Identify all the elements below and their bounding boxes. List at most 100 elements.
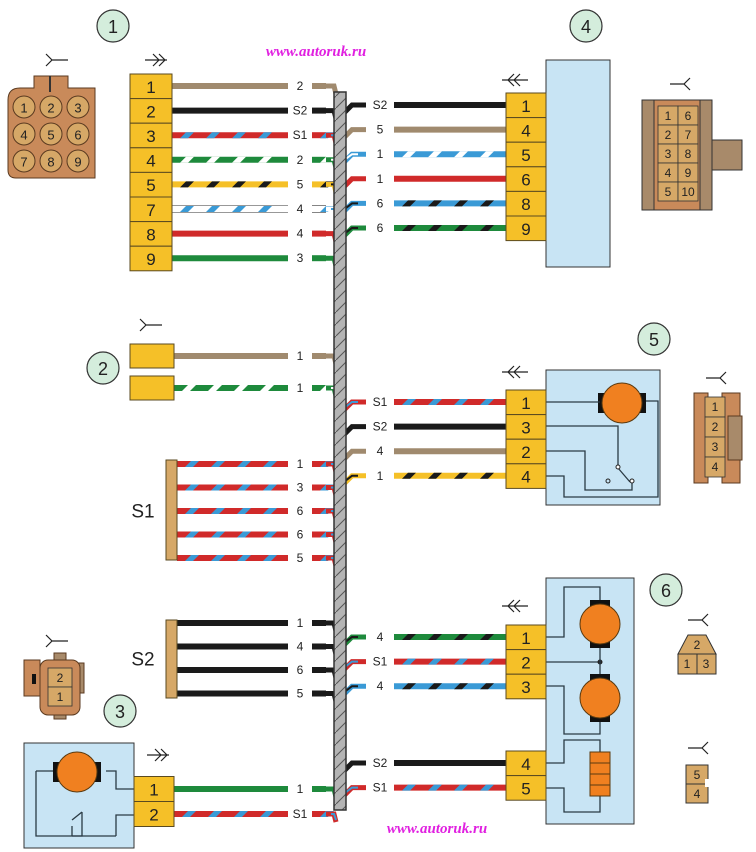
watermark-top: www.autoruk.ru bbox=[266, 44, 366, 60]
face-pin-number: 4 bbox=[20, 128, 27, 143]
face-pin-number: 9 bbox=[74, 155, 81, 170]
wire-stripe bbox=[480, 200, 494, 207]
wire-stripe bbox=[232, 132, 246, 139]
switch-contact-icon bbox=[605, 478, 611, 484]
callout-circle bbox=[86, 351, 120, 385]
pin-number: 4 bbox=[521, 468, 530, 487]
wire-destination-label: S2 bbox=[373, 98, 388, 112]
wire-stripe bbox=[428, 658, 442, 665]
splice-s1-wire bbox=[177, 461, 288, 467]
connector-1-wire bbox=[172, 205, 288, 213]
connector-6-wire bbox=[394, 658, 506, 665]
connector-5-face-pin bbox=[704, 456, 726, 478]
callout-circle bbox=[103, 694, 137, 728]
connector-1-face-pin bbox=[66, 122, 90, 146]
connector-3-face-pin bbox=[47, 686, 73, 707]
wire-stripe bbox=[263, 555, 277, 561]
wire-bend bbox=[342, 760, 366, 773]
wire-stripe bbox=[258, 206, 272, 212]
connector-1-pin bbox=[129, 171, 173, 198]
connector-1-pin bbox=[129, 122, 173, 149]
face-pin-number: 4 bbox=[712, 460, 719, 474]
wire-stripe bbox=[480, 658, 494, 665]
wire-destination-label: S1 bbox=[293, 807, 308, 821]
face-pin-number: 1 bbox=[57, 690, 64, 704]
wire-bend bbox=[342, 448, 366, 461]
wire-destination-label: 6 bbox=[377, 196, 384, 210]
pin-number: 6 bbox=[521, 171, 530, 190]
socket-symbol-icon bbox=[45, 53, 68, 67]
connector-4-latch bbox=[711, 139, 743, 171]
watermark-bottom: www.autoruk.ru bbox=[387, 821, 487, 837]
connector-1-wire bbox=[172, 181, 288, 188]
pin-number: 9 bbox=[521, 220, 530, 239]
wire-stripe bbox=[428, 151, 442, 158]
connector-6-pin bbox=[505, 673, 547, 700]
connector-6b-notch bbox=[705, 779, 709, 787]
wire-destination-label: S2 bbox=[293, 104, 308, 118]
face-pin-number: 7 bbox=[20, 155, 27, 170]
harness-bundle bbox=[333, 91, 347, 811]
wire-destination-label: 5 bbox=[377, 123, 384, 137]
connector-1-pin bbox=[129, 245, 173, 272]
male-plug-icon bbox=[147, 748, 169, 762]
wire-stripe bbox=[480, 634, 494, 640]
switch-contact-icon bbox=[629, 478, 635, 484]
wire-stripe bbox=[185, 484, 199, 491]
wire-stripe bbox=[206, 132, 220, 139]
wire-stripe bbox=[480, 472, 494, 479]
wire-destination-label: S1 bbox=[293, 128, 308, 142]
connector-2-pin bbox=[129, 375, 175, 401]
pin-number: 8 bbox=[521, 195, 530, 214]
switch-pivot-icon bbox=[615, 464, 621, 470]
pin-number: 1 bbox=[521, 394, 530, 413]
wire-stripe bbox=[402, 472, 416, 479]
callout-number: 3 bbox=[115, 702, 125, 722]
face-pin-number: 3 bbox=[703, 657, 710, 671]
wire-stripe bbox=[480, 683, 494, 690]
wire-destination-label: 1 bbox=[297, 457, 304, 471]
wire-stripe bbox=[232, 206, 246, 212]
wire-bend bbox=[342, 176, 366, 189]
wire-stripe bbox=[454, 784, 468, 791]
face-pin-number: 1 bbox=[665, 109, 672, 123]
wire-stripe bbox=[182, 385, 196, 391]
face-pin-number: 3 bbox=[712, 440, 719, 454]
wire-stripe bbox=[260, 811, 274, 817]
connector-4-pin bbox=[505, 215, 547, 242]
connector-5-pin bbox=[505, 414, 547, 440]
wire-destination-label: 4 bbox=[377, 679, 384, 693]
wire-destination-label: S1 bbox=[373, 655, 388, 669]
wire-destination-label: 6 bbox=[377, 221, 384, 235]
connector-4-pin bbox=[505, 141, 547, 168]
wire-stripe bbox=[454, 200, 468, 207]
connector-4-wire bbox=[394, 200, 506, 207]
face-pin-number: 4 bbox=[665, 166, 672, 180]
connector-5-pin bbox=[505, 438, 547, 465]
wire-destination-label: 1 bbox=[297, 381, 304, 395]
splice-s1-label: S1 bbox=[131, 502, 154, 523]
motor-icon bbox=[579, 603, 621, 645]
wire-destination-label: 2 bbox=[297, 79, 304, 93]
wire-destination-label: 1 bbox=[377, 172, 384, 186]
pin-number: 1 bbox=[146, 78, 155, 97]
face-pin-number: 1 bbox=[684, 657, 691, 671]
face-pin-number: 5 bbox=[665, 185, 672, 199]
callout-circle bbox=[649, 573, 683, 607]
wire-stripe bbox=[180, 206, 194, 212]
wire-destination-label: S2 bbox=[373, 756, 388, 770]
callout-number: 6 bbox=[661, 581, 671, 601]
pin-number: 2 bbox=[521, 653, 530, 672]
face-pin-number: 1 bbox=[20, 101, 27, 116]
connector-2-wire bbox=[174, 385, 288, 391]
wire-stripe bbox=[180, 156, 194, 163]
face-pin-number: 7 bbox=[685, 128, 692, 142]
socket-symbol-icon bbox=[45, 634, 68, 648]
pin-number: 1 bbox=[149, 781, 158, 800]
wire-stripe bbox=[234, 811, 248, 817]
female-plug-icon bbox=[502, 365, 528, 379]
circuit-line bbox=[546, 739, 601, 764]
wire-stripe bbox=[211, 484, 225, 491]
face-pin-number: 6 bbox=[74, 128, 81, 143]
circuit-line bbox=[71, 811, 83, 821]
